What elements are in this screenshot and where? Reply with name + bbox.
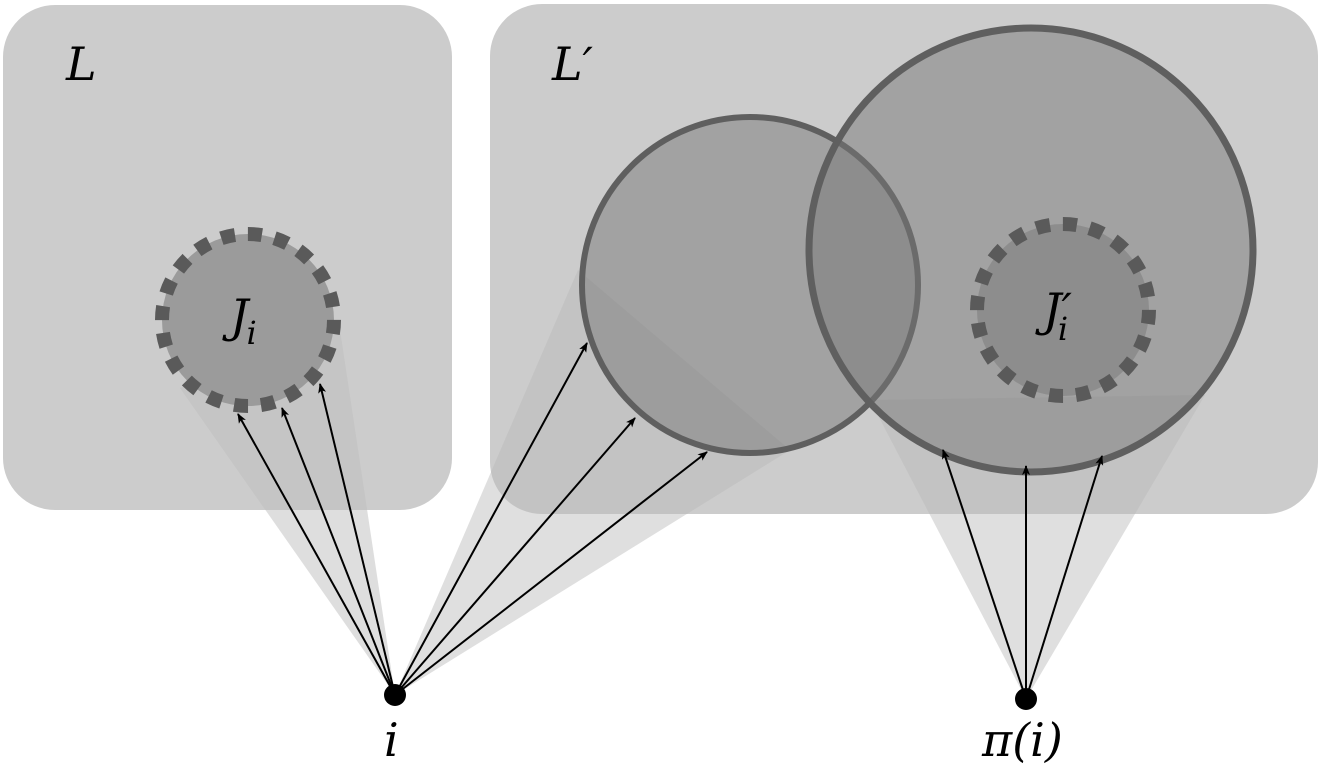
- label-node-i: i: [384, 713, 399, 767]
- arrow-i-to-middle-2: [394, 417, 636, 696]
- cone-i-to-J-i: [180, 330, 395, 695]
- arrow-i-to-middle-1: [394, 342, 588, 696]
- J-i-prime-circle: [970, 217, 1156, 403]
- arrow-i-to-J-i-3: [318, 383, 396, 696]
- label-L: L: [65, 37, 97, 91]
- node-i: [384, 684, 406, 706]
- arrows-from-pi-i: [942, 449, 1104, 700]
- label-node-pi-i: π(i): [981, 713, 1063, 767]
- arrow-i-to-J-i-1: [237, 413, 396, 696]
- label-L-prime: L′: [551, 37, 594, 91]
- cone-pi-i-to-large-circle: [870, 395, 1205, 699]
- J-i-circle: [155, 227, 341, 413]
- arrow-pi-i-to-large-3: [1025, 455, 1104, 700]
- arrow-pi-i-to-large-1: [942, 449, 1027, 700]
- arrow-i-to-middle-3: [394, 451, 708, 696]
- node-pi-i: [1015, 688, 1037, 710]
- label-J-i-prime-sub: i: [1058, 310, 1068, 348]
- arrows-from-i: [237, 342, 708, 696]
- arrow-i-to-J-i-2: [281, 407, 396, 696]
- label-J-i-sub: i: [246, 314, 256, 352]
